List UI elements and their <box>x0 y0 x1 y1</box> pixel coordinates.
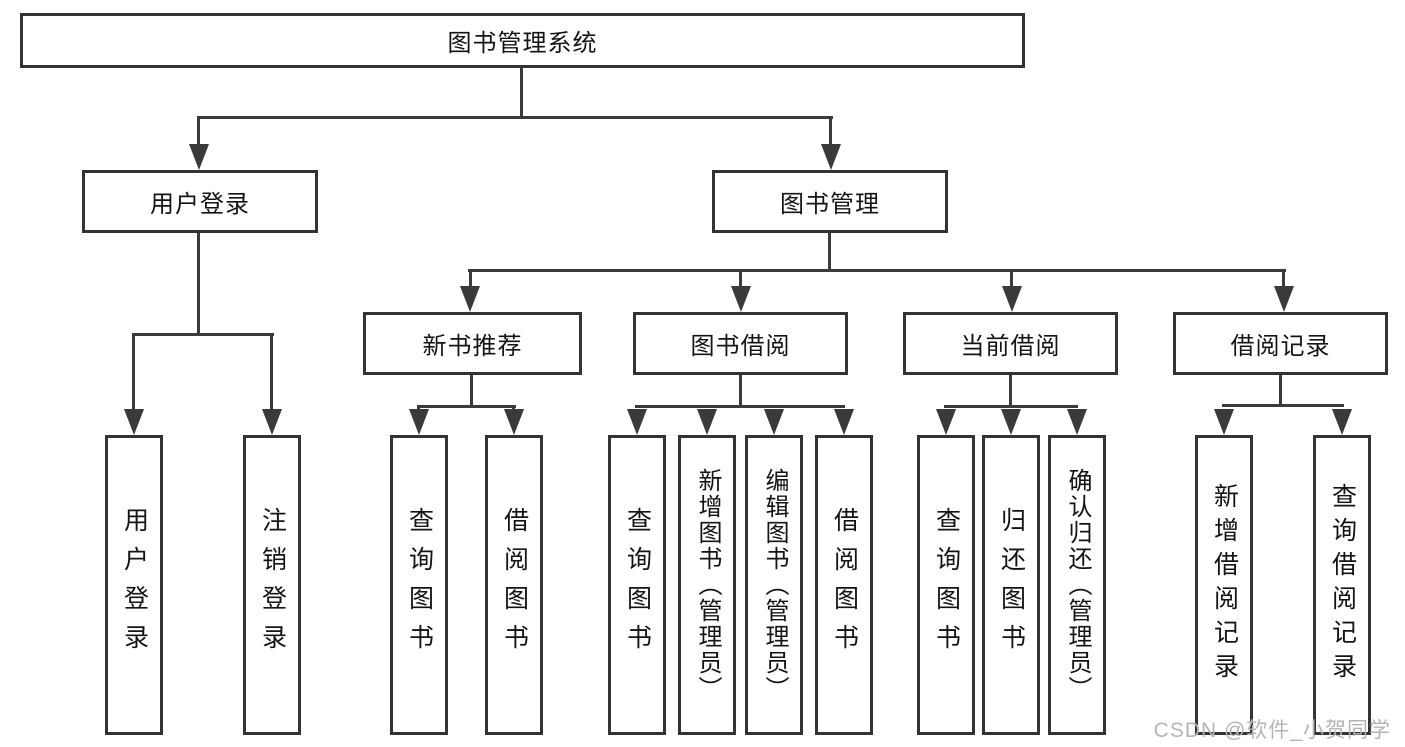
node-user-login: 用户登录 <box>82 170 318 233</box>
leaf-query-books-1-label: 查询图书 <box>405 507 434 663</box>
arrow-to-leaf-edit-book <box>764 409 784 435</box>
arrow-to-borrow <box>731 286 751 312</box>
node-library-system-label: 图书管理系统 <box>447 30 598 57</box>
node-new-book-recommend: 新书推荐 <box>363 312 582 375</box>
node-new-book-recommend-label: 新书推荐 <box>422 333 523 360</box>
leaf-query-books-2: 查询图书 <box>608 435 666 735</box>
leaf-add-book-admin: 新增图书（管理员） <box>678 435 736 735</box>
arrow-to-leaf-confirm-return <box>1067 409 1087 435</box>
connector-new-book-vline <box>470 375 473 408</box>
connector-root-vline <box>520 68 523 118</box>
connector-mgmt-subtree-vline <box>828 233 831 272</box>
connector-stub <box>417 405 420 412</box>
node-current-borrow: 当前借阅 <box>903 312 1118 375</box>
arrow-to-new-book <box>460 286 480 312</box>
leaf-logout-label: 注销登录 <box>258 507 287 663</box>
leaf-logout: 注销登录 <box>243 435 301 735</box>
leaf-edit-book-admin: 编辑图书（管理员） <box>745 435 803 735</box>
node-book-borrow: 图书借阅 <box>633 312 848 375</box>
node-book-management: 图书管理 <box>712 170 948 233</box>
connector-current-hline <box>944 405 1078 408</box>
arrow-to-leaf-query-record <box>1332 409 1352 435</box>
connector-user-subtree-hline <box>132 333 274 336</box>
arrow-to-records <box>1274 286 1294 312</box>
leaf-return-book-label: 归还图书 <box>997 507 1026 663</box>
arrow-to-leaf-return-book <box>1001 409 1021 435</box>
connector-records-hline <box>1222 404 1344 407</box>
arrow-to-book-mgmt <box>821 144 841 170</box>
leaf-query-borrow-record-label: 查询借阅记录 <box>1328 483 1357 687</box>
connector-new-book-hline <box>417 405 516 408</box>
connector-borrow-stem <box>739 269 742 288</box>
node-user-login-label: 用户登录 <box>150 191 250 218</box>
csdn-watermark: CSDN @软件_小贺同学 <box>1153 719 1391 742</box>
leaf-query-books-3-label: 查询图书 <box>932 507 961 663</box>
connector-borrow-vline <box>739 375 742 408</box>
arrow-to-user-login <box>189 144 209 170</box>
arrow-to-current <box>1002 286 1022 312</box>
leaf-confirm-return-admin: 确认归还（管理员） <box>1048 435 1106 735</box>
connector-book-mgmt-stem <box>829 116 832 146</box>
arrow-to-leaf-add-book <box>697 409 717 435</box>
leaf-add-borrow-record: 新增借阅记录 <box>1195 435 1253 735</box>
leaf-user-login: 用户登录 <box>105 435 163 735</box>
leaf-edit-book-admin-label: 编辑图书（管理员） <box>761 468 788 702</box>
connector-stub <box>512 405 515 412</box>
connector-current-vline <box>1009 375 1012 408</box>
connector-user-login-stem <box>197 116 200 146</box>
leaf-borrow-books-2-label: 借阅图书 <box>830 507 859 663</box>
connector-mgmt-subtree-hline <box>468 269 1286 272</box>
connector-leaf-user-login-stem <box>132 333 135 411</box>
connector-records-stem <box>1282 269 1285 288</box>
arrow-to-leaf-borrow-books-1 <box>504 409 524 435</box>
connector-borrow-hline <box>635 405 845 408</box>
node-current-borrow-label: 当前借阅 <box>960 333 1061 360</box>
leaf-query-books-2-label: 查询图书 <box>623 507 652 663</box>
connector-user-subtree-vline <box>197 233 200 336</box>
arrow-to-leaf-add-record <box>1214 409 1234 435</box>
leaf-borrow-books-2: 借阅图书 <box>815 435 873 735</box>
arrow-to-leaf-logout <box>262 409 282 435</box>
leaf-add-borrow-record-label: 新增借阅记录 <box>1210 483 1239 687</box>
connector-records-vline <box>1279 375 1282 406</box>
node-book-management-label: 图书管理 <box>780 191 880 218</box>
connector-leaf-logout-stem <box>270 333 273 411</box>
node-borrow-records: 借阅记录 <box>1173 312 1388 375</box>
arrow-to-leaf-user-login <box>124 409 144 435</box>
leaf-return-book: 归还图书 <box>982 435 1040 735</box>
arrow-to-leaf-query-books-1 <box>409 409 429 435</box>
connector-current-stem <box>1010 269 1013 288</box>
leaf-confirm-return-admin-label: 确认归还（管理员） <box>1064 468 1091 702</box>
leaf-borrow-books-1-label: 借阅图书 <box>500 507 529 663</box>
leaf-borrow-books-1: 借阅图书 <box>485 435 543 735</box>
node-library-system: 图书管理系统 <box>20 13 1025 68</box>
node-book-borrow-label: 图书借阅 <box>690 333 791 360</box>
connector-root-hline <box>198 116 833 119</box>
leaf-query-books-3: 查询图书 <box>917 435 975 735</box>
arrow-to-leaf-query-books-3 <box>936 409 956 435</box>
leaf-query-borrow-record: 查询借阅记录 <box>1313 435 1371 735</box>
leaf-user-login-label: 用户登录 <box>120 507 149 663</box>
connector-new-book-stem <box>469 269 472 288</box>
arrow-to-leaf-query-books-2 <box>627 409 647 435</box>
leaf-add-book-admin-label: 新增图书（管理员） <box>694 468 721 702</box>
arrow-to-leaf-borrow-books-2 <box>834 409 854 435</box>
leaf-query-books-1: 查询图书 <box>390 435 448 735</box>
node-borrow-records-label: 借阅记录 <box>1230 333 1331 360</box>
